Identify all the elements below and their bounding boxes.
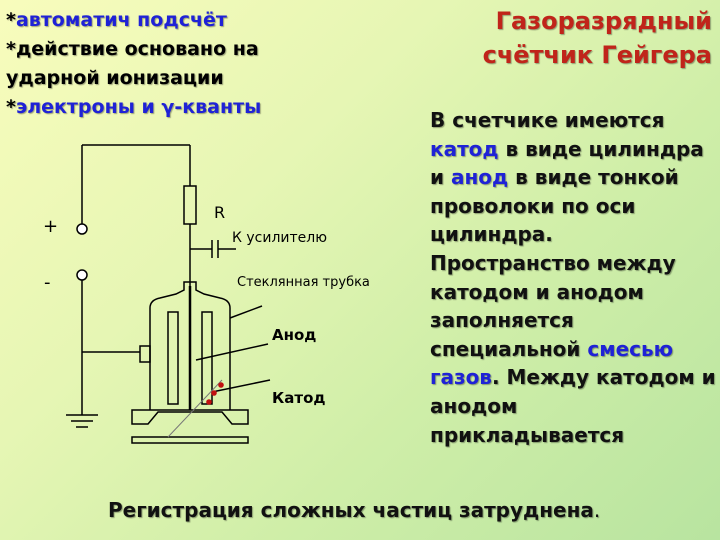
minus-label: - [44,272,51,293]
feature-list: *автоматич подсчёт *действие основано на… [6,6,346,122]
plus-label: + [43,216,59,237]
term-anode: анод [450,165,509,190]
leader-cathode [211,379,271,393]
slide-title: Газоразрядный счётчик Гейгера [422,4,712,72]
resistor-label: R [214,203,226,222]
description-text: В счетчике имеются катод в виде цилиндра… [430,108,716,447]
ion-particle [211,390,217,396]
resistor [183,185,197,225]
term-gas-mixture: смесью газов [430,336,674,390]
leader-anode [195,343,269,361]
terminal-minus [76,269,88,281]
amplifier-label: К усилителю [232,230,328,246]
cathode-label: Катод [272,389,326,407]
feature-item-counting: *автоматич подсчёт [6,9,227,31]
anode-label: Анод [272,326,317,344]
leader-tube [229,305,263,319]
title-line-2: счётчик Гейгера [482,41,712,69]
base-plate [131,436,249,444]
feature-text-ionization: действие основано на ударной ионизации [6,38,259,89]
ion-particle [218,382,224,388]
cathode-connector [139,345,151,363]
feature-text-counting: автоматич подсчёт [15,9,227,31]
cathode-cylinder-left [167,311,179,405]
feature-item-particles: *электроны и γ-кванты [6,96,262,118]
term-cathode: катод [430,136,499,161]
footer-note: Регистрация сложных частиц затруднена. [108,498,601,522]
terminal-plus [76,223,88,235]
tube-label: Стеклянная трубка [237,275,370,290]
feature-text-particles: электроны и γ-кванты [15,96,262,118]
ion-particle [206,399,212,405]
glass-tube [149,281,231,410]
feature-item-ionization: *действие основано на ударной ионизации [6,38,259,89]
title-line-1: Газоразрядный [495,7,712,35]
tube-base [131,409,249,425]
particle-track [167,379,223,438]
